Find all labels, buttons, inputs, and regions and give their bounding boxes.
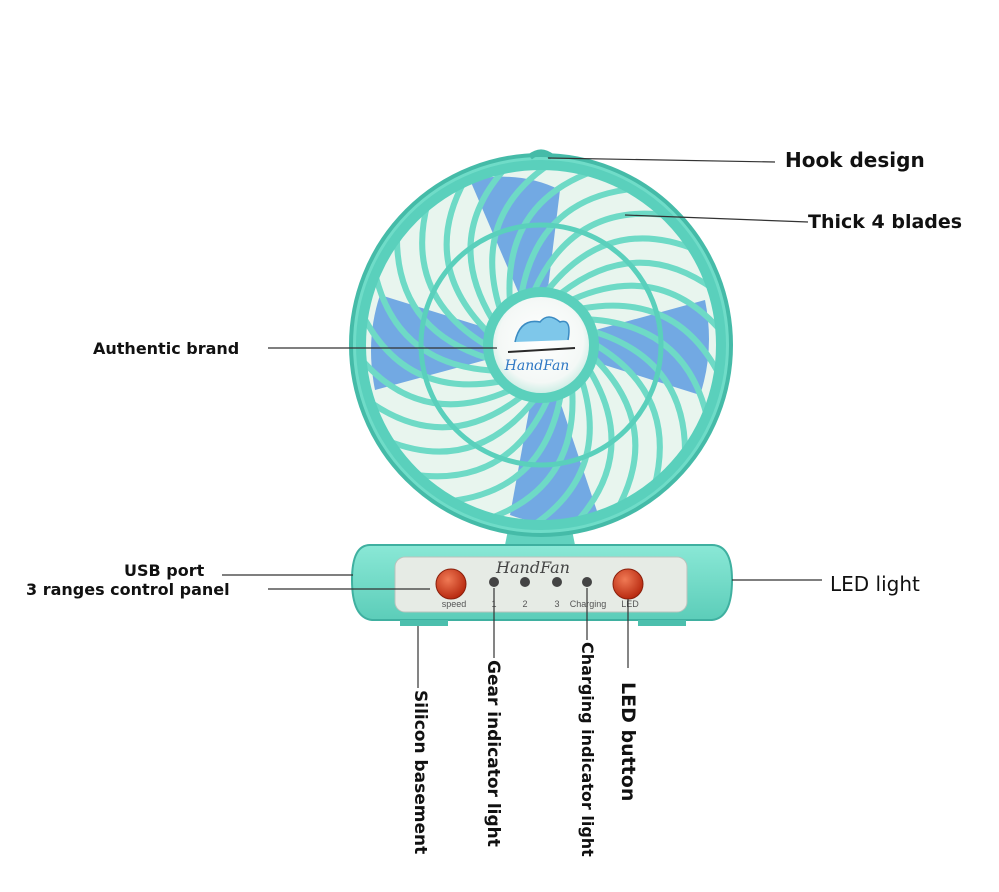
grill-spoke: [506, 167, 598, 303]
led-button[interactable]: [612, 568, 644, 600]
grill-spoke: [467, 165, 511, 323]
callout-authentic-brand: Authentic brand: [93, 339, 240, 358]
fan-base: HandFan speed 1 2 3 Charging LED: [350, 544, 734, 626]
gear-indicator-1: [489, 577, 499, 587]
grill-spoke: [593, 342, 663, 491]
grill-spoke: [591, 355, 639, 514]
grill-spoke: [489, 165, 554, 312]
grill-spoke: [361, 354, 513, 408]
callout-thick-blades: Thick 4 blades: [808, 211, 963, 233]
callout-gear-indicator: Gear indicator light: [483, 660, 503, 847]
charging-label: Charging: [570, 599, 607, 609]
grill-spoke: [569, 282, 721, 336]
grill-spoke: [544, 235, 700, 294]
gear-indicator-3: [552, 577, 562, 587]
leader-blades: [624, 214, 809, 223]
grill-spoke: [364, 393, 525, 431]
grill-spoke: [443, 176, 491, 335]
charging-indicator: [582, 577, 592, 587]
grill-spoke: [484, 387, 576, 523]
callout-usb-port: USB port: [124, 561, 205, 580]
grill-spoke: [571, 367, 615, 525]
callout-hook-design: Hook design: [785, 148, 925, 172]
callout-control-panel: 3 ranges control panel: [26, 580, 230, 599]
grill-spoke: [371, 268, 496, 374]
grill-spoke: [382, 396, 538, 455]
hook: [528, 149, 554, 160]
fan-head: HandFan: [349, 149, 733, 537]
grill-spoke: [393, 230, 491, 362]
grill-spoke: [361, 310, 503, 388]
callout-silicon-basement: Silicon basement: [410, 690, 430, 855]
grill-spoke: [557, 259, 718, 297]
led-label: LED: [621, 599, 639, 609]
panel-brand: HandFan: [495, 558, 570, 577]
grill-spokes: [361, 165, 721, 525]
grill-spoke: [444, 393, 564, 505]
gear-indicator-2: [520, 577, 530, 587]
grill-spoke: [410, 396, 551, 480]
leader-hook: [547, 157, 776, 163]
brand-badge-text: HandFan: [504, 358, 570, 374]
gear-label-2: 2: [522, 599, 527, 609]
callout-led-light: LED light: [830, 572, 920, 596]
speed-label: speed: [442, 599, 467, 609]
grill-spoke: [518, 185, 638, 297]
callout-charging-indicator: Charging indicator light: [578, 642, 597, 857]
gear-label-3: 3: [554, 599, 559, 609]
grill-spoke: [586, 316, 711, 422]
grill-spoke: [591, 328, 689, 460]
grill-spoke: [528, 378, 593, 525]
leader-lines: [222, 157, 822, 688]
control-panel: HandFan speed 1 2 3 Charging LED: [394, 556, 688, 613]
brand-badge: HandFan: [483, 287, 599, 403]
speed-button[interactable]: [435, 568, 467, 600]
grill-spoke: [419, 199, 489, 348]
grill-spoke: [531, 210, 672, 294]
grill-spoke: [579, 302, 721, 380]
callout-led-button: LED button: [617, 682, 639, 802]
